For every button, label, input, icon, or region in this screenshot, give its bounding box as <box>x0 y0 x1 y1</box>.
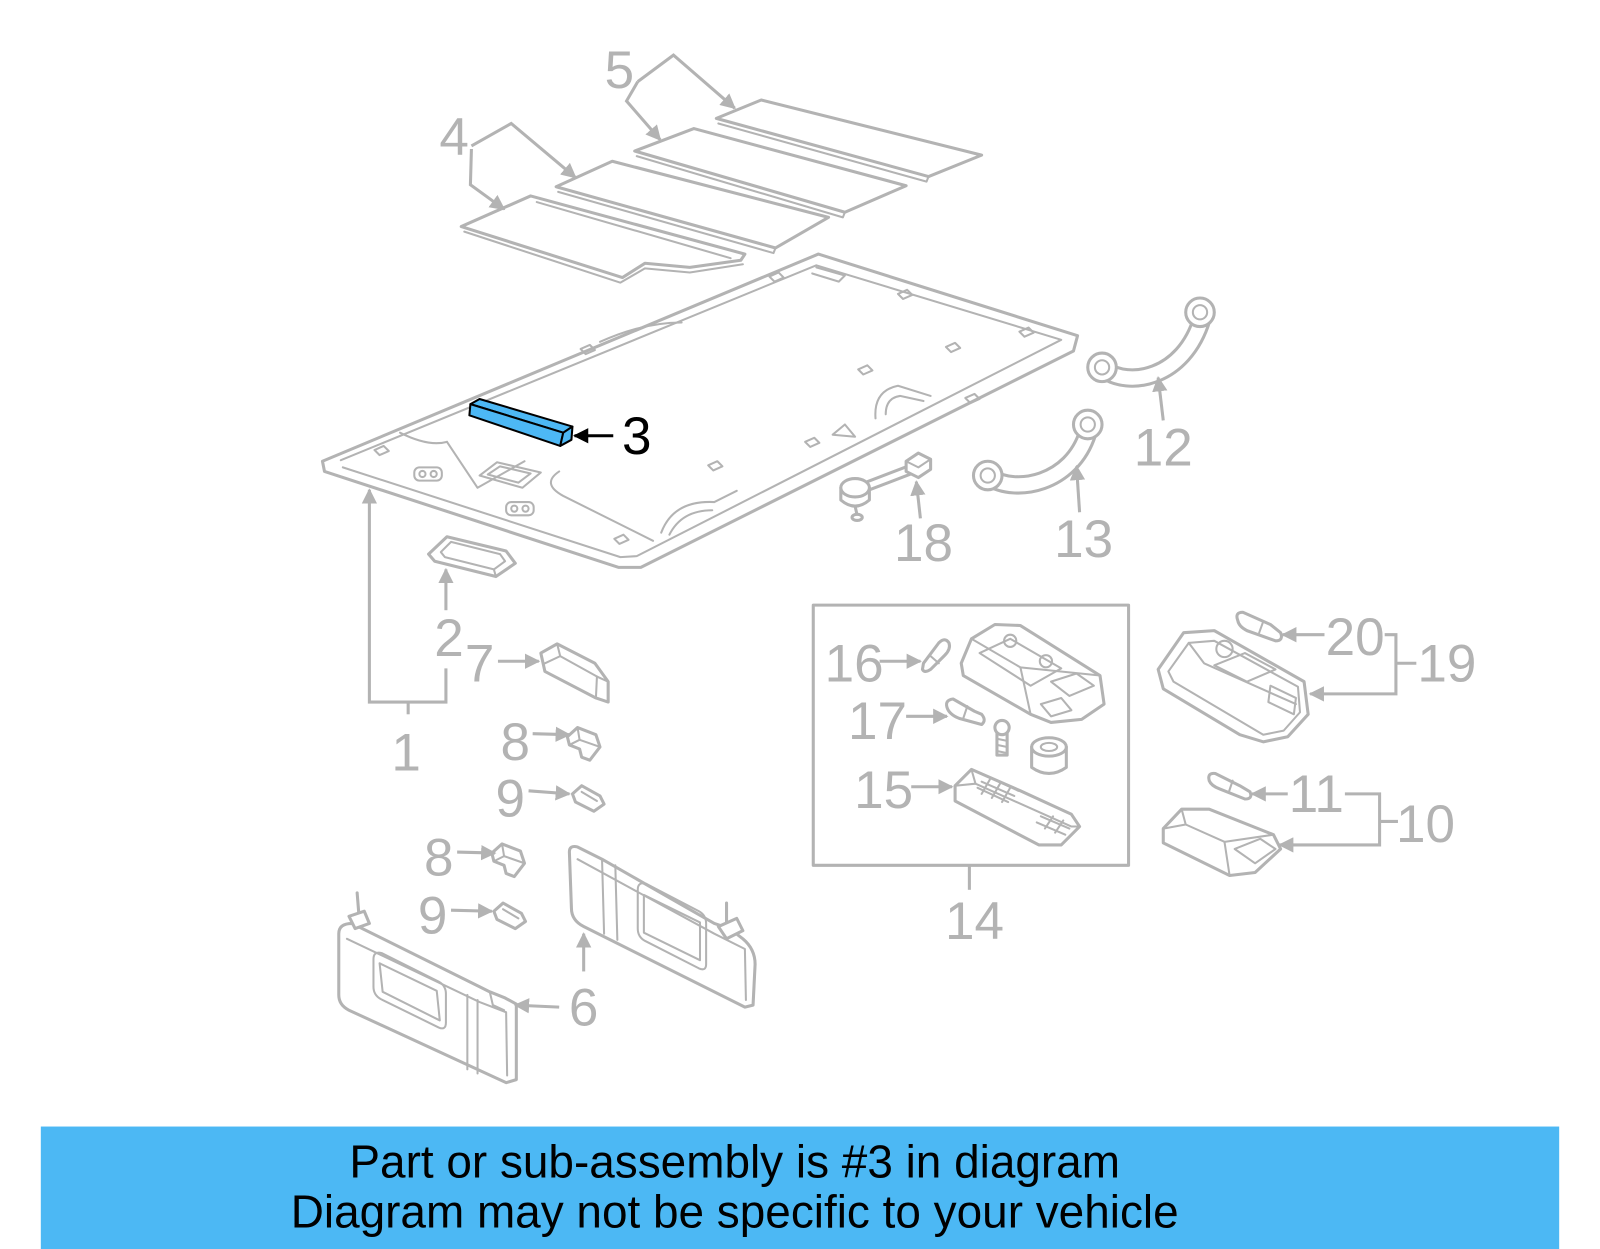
info-banner-line-1: Part or sub-assembly is #3 in diagram <box>349 1136 1120 1188</box>
callout-label-14: 14 <box>945 892 1004 951</box>
part-7-holder <box>539 642 610 704</box>
callout-label-13: 13 <box>1054 510 1113 569</box>
callout-label-20: 20 <box>1326 608 1385 667</box>
part-13-grab-handle <box>971 408 1104 495</box>
leader-bracket-1 <box>361 488 448 704</box>
part-4-panels <box>459 159 831 284</box>
part-1-headliner <box>320 252 1080 569</box>
callout-label-19: 19 <box>1417 635 1476 694</box>
part-9-lower-clip <box>492 901 528 931</box>
leader-arrow-4a <box>470 121 577 179</box>
leader-arrow-8-upper <box>532 726 571 742</box>
part-5-panels <box>633 98 984 219</box>
info-banner: Part or sub-assembly is #3 in diagram Di… <box>40 1126 1560 1249</box>
callout-label-6: 6 <box>569 979 599 1038</box>
part-6-sun-visor-right <box>567 844 757 1009</box>
part-14-knob <box>1030 736 1068 776</box>
leader-arrow-12 <box>1152 376 1168 421</box>
callout-label-11: 11 <box>1289 765 1344 824</box>
leader-arrow-18 <box>910 480 926 519</box>
leader-arrow-13 <box>1069 464 1086 513</box>
leader-bracket-10 <box>1278 792 1382 853</box>
leader-arrow-6-left <box>513 998 560 1014</box>
callout-label-7: 7 <box>465 635 495 694</box>
leader-arrow-4b <box>468 148 506 211</box>
part-9-upper-clip <box>570 784 606 813</box>
part-18-retainer <box>839 451 933 522</box>
callout-label-5: 5 <box>605 41 635 100</box>
part-8-upper-clip <box>565 726 602 762</box>
callout-label-2: 2 <box>434 609 464 668</box>
callout-label-3: 3 <box>622 407 652 466</box>
part-8-lower-clip <box>490 842 527 879</box>
part-16-bulb <box>920 638 952 673</box>
callout-label-15: 15 <box>854 761 913 820</box>
part-19-map-lamp <box>1156 629 1310 744</box>
callout-label-10: 10 <box>1396 795 1455 854</box>
part-12-grab-handle <box>1086 296 1216 388</box>
callout-label-18: 18 <box>894 514 953 573</box>
leader-arrow-8-lower <box>457 845 497 861</box>
part-17-bulb <box>945 697 986 727</box>
leader-arrow-9-upper <box>528 785 571 801</box>
callout-label-1: 1 <box>391 723 421 782</box>
info-banner-background <box>40 1126 1560 1249</box>
part-10-lamp <box>1161 807 1283 878</box>
leader-arrow-9-lower <box>450 903 494 919</box>
callout-label-17: 17 <box>848 692 907 751</box>
callout-label-8-lower: 8 <box>424 829 454 888</box>
callout-label-8-upper: 8 <box>501 713 531 772</box>
part-3-highlighted <box>468 397 574 447</box>
part-11-bulb <box>1207 771 1253 801</box>
callout-label-4: 4 <box>439 108 469 167</box>
callout-label-9-upper: 9 <box>495 769 525 828</box>
callout-label-16: 16 <box>825 635 884 694</box>
part-15-lens <box>953 767 1082 847</box>
info-banner-line-2: Diagram may not be specific to your vehi… <box>291 1186 1179 1238</box>
part-2-trim-clip <box>427 535 517 579</box>
leader-arrow-5a <box>636 53 736 110</box>
part-14-screw <box>993 718 1011 757</box>
part-14-dome-lamp <box>959 622 1106 724</box>
part-20-bulb <box>1235 610 1283 643</box>
callout-label-9-lower: 9 <box>418 887 448 946</box>
callout-label-12: 12 <box>1134 418 1193 477</box>
leader-arrow-5b <box>624 80 662 141</box>
